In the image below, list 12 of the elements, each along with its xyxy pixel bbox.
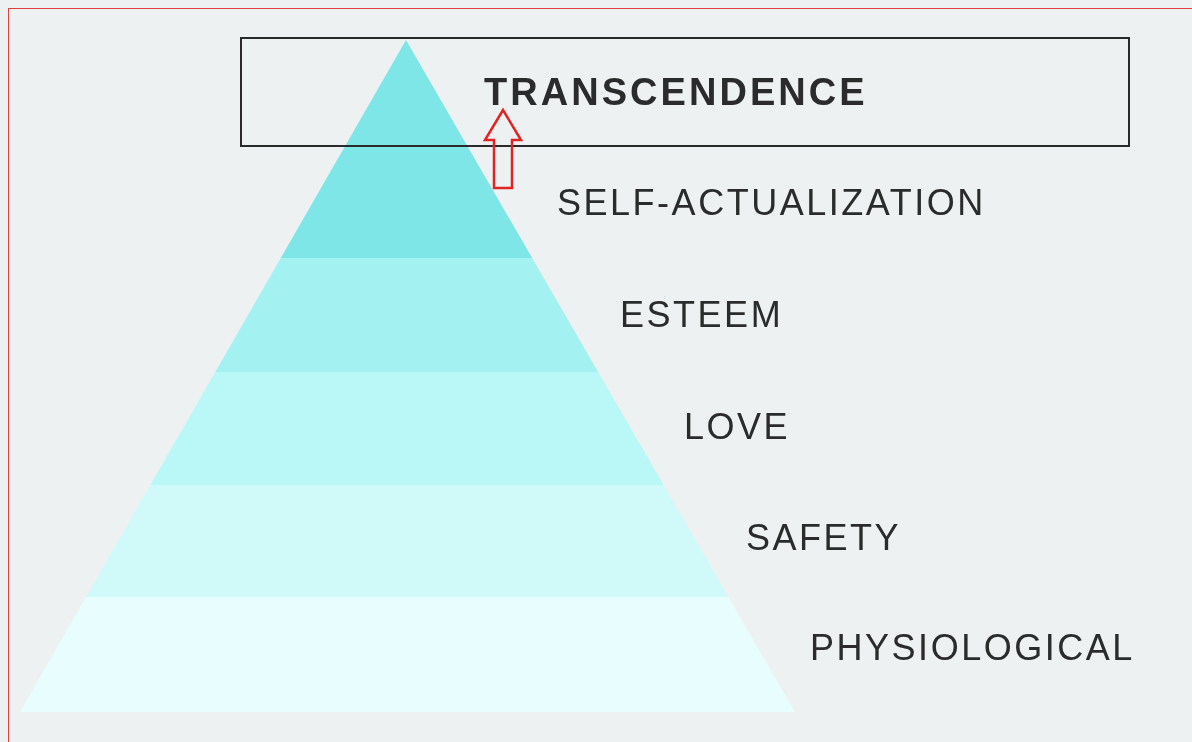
pyramid-level (20, 597, 795, 712)
level-label: PHYSIOLOGICAL (810, 630, 1135, 666)
level-label: LOVE (684, 409, 791, 445)
level-label: SAFETY (746, 520, 902, 556)
level-label: TRANSCENDENCE (484, 69, 868, 115)
pyramid-level (86, 485, 729, 597)
hollow-arrow (482, 107, 524, 190)
title-box (240, 37, 1130, 147)
level-label: SELF-ACTUALIZATION (557, 185, 986, 221)
level-label: ESTEEM (620, 297, 784, 333)
pyramid-level (150, 372, 664, 485)
pyramid-level (215, 258, 599, 372)
